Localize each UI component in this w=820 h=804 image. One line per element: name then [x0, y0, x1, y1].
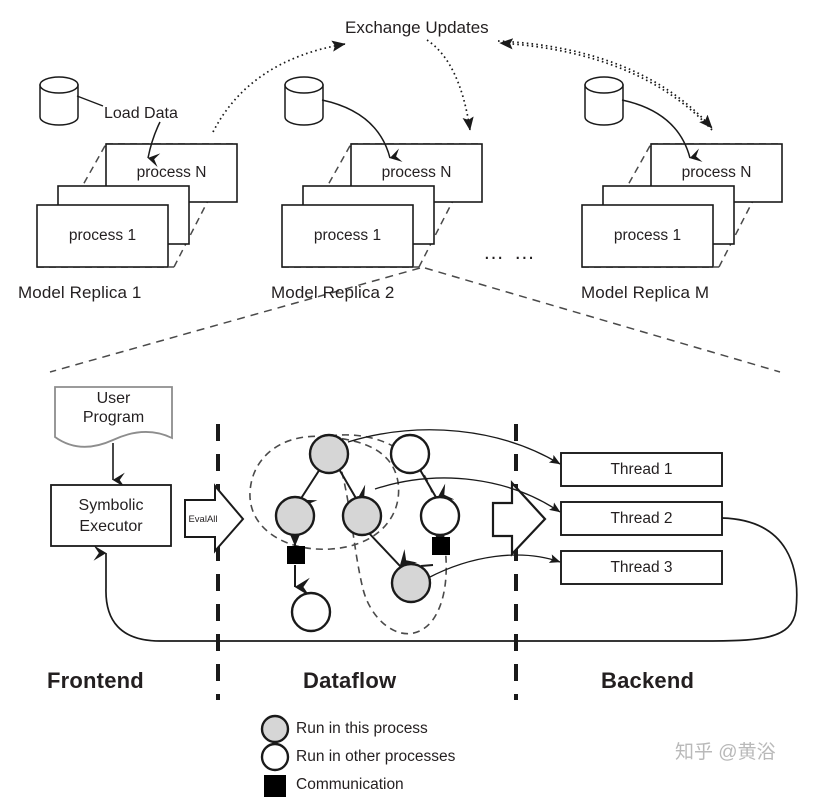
legend-label-communication: Communication	[296, 776, 404, 793]
exchange-updates-arrows	[212, 38, 713, 133]
watermark: 知乎 @黄浴	[675, 742, 776, 763]
database-cylinder-icon	[39, 76, 79, 126]
load-data-leader	[76, 95, 104, 107]
gray-circle-icon	[260, 714, 290, 744]
replica-m-process-n-label: process N	[681, 164, 752, 181]
symbolic-executor-box	[50, 484, 172, 547]
process-1-box	[36, 204, 169, 268]
model-replica-m-graphic	[581, 76, 783, 268]
replica-2-process-1-label: process 1	[313, 227, 382, 244]
thread-3-label: Thread 3	[610, 558, 673, 576]
comm-square-1	[287, 546, 305, 564]
symbolic-executor-label: Symbolic Executor	[78, 496, 144, 535]
thread-2-label: Thread 2	[610, 509, 673, 527]
process-1-box	[581, 204, 714, 268]
replica-1-process-1-label: process 1	[68, 227, 137, 244]
thread-1-label: Thread 1	[610, 460, 673, 478]
comm-square-2	[432, 537, 450, 555]
node-white-3	[290, 591, 332, 633]
process-1-box	[281, 204, 414, 268]
dispatch-block-arrow	[491, 480, 547, 557]
backend-dispatch-curves	[347, 429, 561, 579]
expansion-guides	[49, 267, 781, 373]
load-data-arrow	[147, 121, 161, 167]
dataflow-edges	[289, 467, 455, 597]
replica-m-process-1-label: process 1	[613, 227, 682, 244]
user-program-label: User Program	[82, 390, 145, 426]
replica-1-name: Model Replica 1	[18, 283, 142, 302]
load-data-label: Load Data	[104, 105, 178, 122]
database-cylinder-icon	[284, 76, 324, 126]
model-replica-1-graphic	[36, 76, 238, 268]
replica-m-name: Model Replica M	[581, 283, 710, 302]
legend-label-this-process: Run in this process	[296, 720, 428, 737]
section-title-dataflow: Dataflow	[303, 668, 397, 693]
evalall-label: EvalAll	[188, 513, 218, 525]
exchange-updates-label: Exchange Updates	[345, 18, 489, 37]
node-gray-3	[341, 495, 383, 537]
thread-boxes	[560, 452, 723, 585]
evalall-block-arrow	[184, 483, 245, 554]
legend-label-other-processes: Run in other processes	[296, 748, 456, 765]
load-data-arrow	[321, 99, 403, 162]
black-square-icon	[264, 775, 286, 797]
node-white-2	[419, 495, 461, 537]
section-dividers	[216, 424, 518, 700]
replica-2-name: Model Replica 2	[271, 283, 395, 302]
white-circle-icon	[260, 742, 290, 772]
replica-1-process-n-label: process N	[136, 164, 207, 181]
node-gray-2	[274, 495, 316, 537]
node-gray-4	[390, 562, 432, 604]
legend-markers	[260, 714, 290, 797]
section-title-frontend: Frontend	[47, 668, 144, 693]
feedback-loop-arrow	[93, 517, 798, 642]
database-cylinder-icon	[584, 76, 624, 126]
model-replica-2-graphic	[281, 76, 483, 268]
replica-2-process-n-label: process N	[381, 164, 452, 181]
node-white-1	[389, 433, 431, 475]
user-program-doc-shape	[54, 386, 173, 448]
replica-ellipsis: … …	[483, 241, 537, 264]
load-data-arrow	[621, 99, 703, 162]
section-title-backend: Backend	[601, 668, 695, 693]
node-gray-1	[308, 433, 350, 475]
dataflow-nodes	[274, 433, 461, 633]
